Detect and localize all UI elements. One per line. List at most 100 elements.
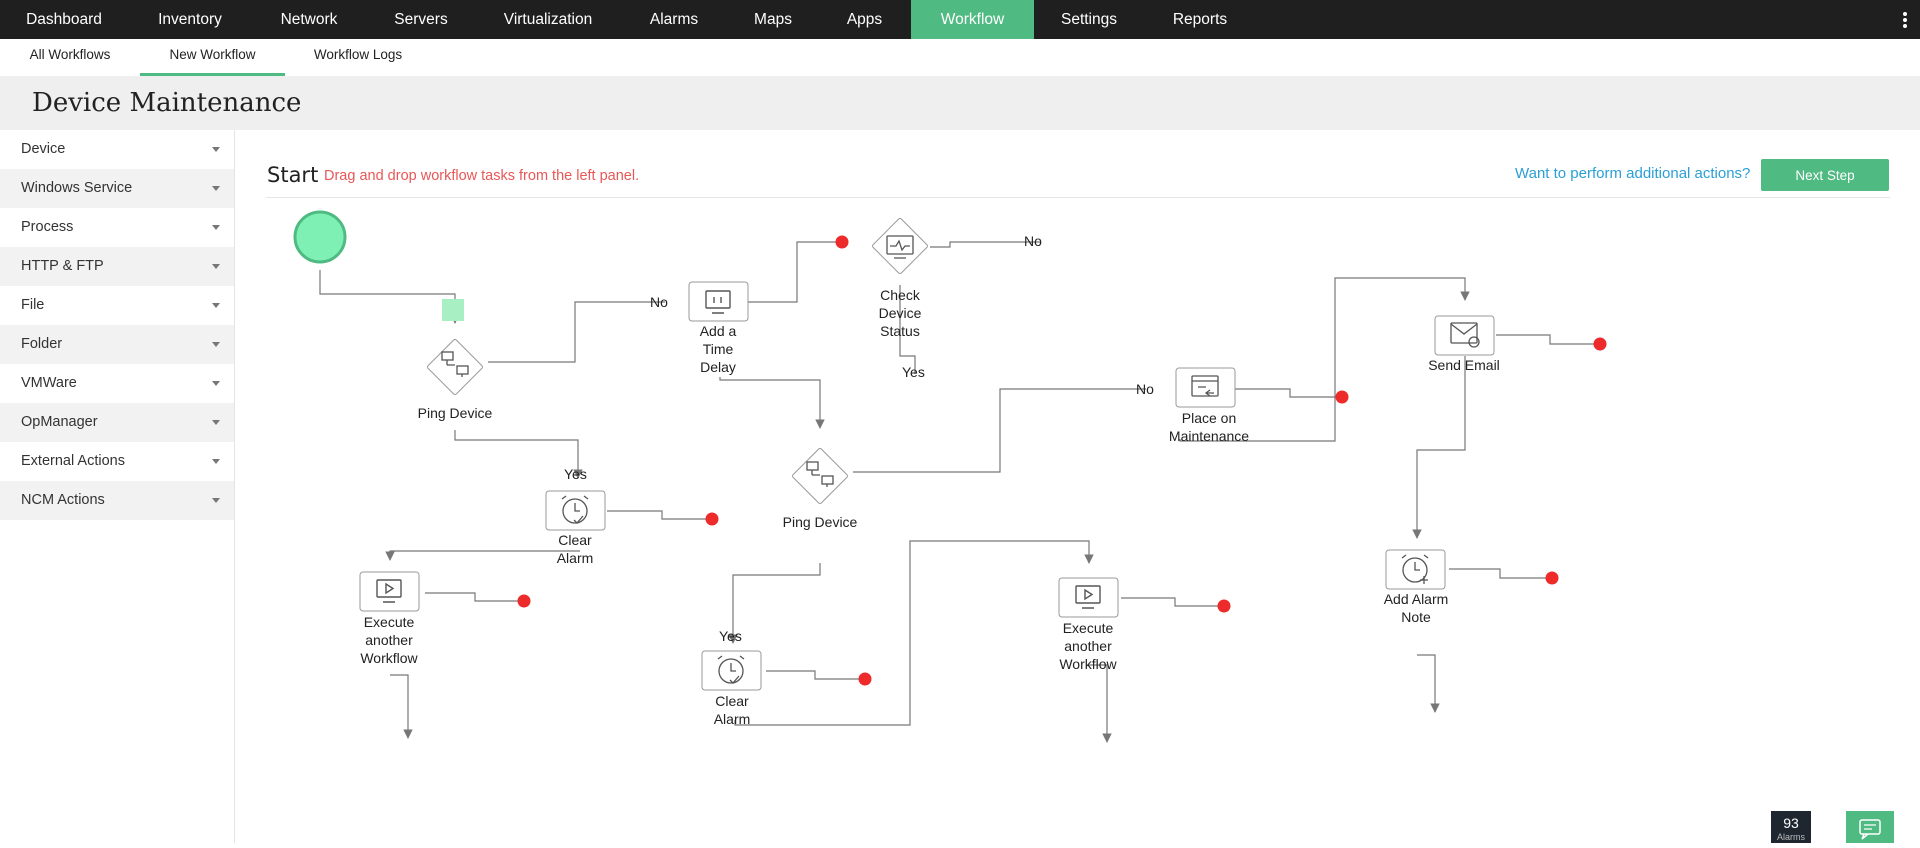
execute-workflow-node-1[interactable] <box>359 571 420 612</box>
page-title: Device Maintenance <box>32 88 302 118</box>
maintenance-icon <box>1191 375 1219 397</box>
end-point <box>858 672 872 686</box>
end-point <box>1217 599 1231 613</box>
node-label: Execute another Workflow <box>1059 620 1117 672</box>
sidebar-item-label: VMWare <box>21 375 77 391</box>
connector-lines <box>319 241 1600 743</box>
alarm-count-badge[interactable]: 93 Alarms <box>1771 811 1811 843</box>
next-step-button[interactable]: Next Step <box>1761 159 1889 191</box>
nav-network[interactable]: Network <box>280 11 338 28</box>
edge-label-no: No <box>1024 233 1042 249</box>
alarm-clock-plus-icon <box>1401 554 1429 584</box>
edge-label-yes: Yes <box>902 364 925 380</box>
caret-down-icon <box>212 147 220 152</box>
sidebar-item-file[interactable]: File <box>0 286 234 325</box>
nav-apps[interactable]: Apps <box>846 11 883 28</box>
divider <box>266 197 1890 198</box>
node-label: Check Device Status <box>878 287 922 339</box>
caret-down-icon <box>212 186 220 191</box>
nav-dashboard[interactable]: Dashboard <box>26 11 102 28</box>
nav-alarms[interactable]: Alarms <box>649 11 699 28</box>
end-points <box>517 235 1607 686</box>
sidebar-item-label: OpManager <box>21 414 98 430</box>
tab-workflow-logs[interactable]: Workflow Logs <box>313 47 403 62</box>
alarm-count: 93 <box>1783 815 1799 831</box>
caret-down-icon <box>212 381 220 386</box>
play-monitor-icon <box>376 579 402 603</box>
sidebar-item-http-ftp[interactable]: HTTP & FTP <box>0 247 234 286</box>
clear-alarm-node-2[interactable] <box>701 650 762 691</box>
time-delay-node[interactable] <box>688 281 749 322</box>
nav-servers[interactable]: Servers <box>394 11 448 28</box>
sidebar-item-external-actions[interactable]: External Actions <box>0 442 234 481</box>
nav-reports[interactable]: Reports <box>1172 11 1228 28</box>
start-node[interactable] <box>293 210 347 264</box>
node-label: Execute another Workflow <box>360 614 418 666</box>
sidebar-item-label: File <box>21 297 45 313</box>
more-menu-icon[interactable] <box>1890 0 1920 39</box>
chat-button[interactable] <box>1846 811 1894 843</box>
additional-actions-link[interactable]: Want to perform additional actions? <box>1515 165 1751 182</box>
sidebar-item-label: Device <box>21 141 66 157</box>
ping-device-icon <box>806 461 834 487</box>
end-point <box>1593 337 1607 351</box>
edge-label-yes: Yes <box>564 466 587 482</box>
edge-label-no: No <box>1136 381 1154 397</box>
sidebar-item-device[interactable]: Device <box>0 130 234 169</box>
sidebar-item-windows-service[interactable]: Windows Service <box>0 169 234 208</box>
node-label: Add a Time Delay <box>699 323 737 375</box>
chat-icon <box>1859 819 1881 840</box>
edge-label-yes: Yes <box>719 628 742 644</box>
task-panel: Device Windows Service Process HTTP & FT… <box>0 130 235 843</box>
send-email-node[interactable] <box>1434 315 1495 356</box>
nav-workflow[interactable]: Workflow <box>911 0 1034 39</box>
sidebar-item-label: HTTP & FTP <box>21 258 104 274</box>
caret-down-icon <box>212 342 220 347</box>
sidebar-item-folder[interactable]: Folder <box>0 325 234 364</box>
place-on-maintenance-node[interactable] <box>1175 367 1236 408</box>
sidebar-item-label: Folder <box>21 336 63 352</box>
tab-new-workflow[interactable]: New Workflow <box>140 39 285 76</box>
node-label: Clear Alarm <box>556 532 594 566</box>
alarm-clock-check-icon <box>717 655 745 684</box>
sidebar-item-label: External Actions <box>21 453 125 469</box>
sidebar-item-label: Process <box>21 219 74 235</box>
sidebar-item-vmware[interactable]: VMWare <box>0 364 234 403</box>
node-label: Ping Device <box>782 514 858 530</box>
nav-maps[interactable]: Maps <box>754 11 792 28</box>
edge-label-no: No <box>650 294 668 310</box>
drop-highlight <box>442 299 464 321</box>
add-alarm-note-node[interactable] <box>1385 549 1446 590</box>
nav-virtualization[interactable]: Virtualization <box>503 11 593 28</box>
node-label: Send Email <box>1428 357 1500 373</box>
top-nav: Dashboard Inventory Network Servers Virt… <box>0 0 1920 39</box>
sidebar-item-opmanager[interactable]: OpManager <box>0 403 234 442</box>
heartbeat-monitor-icon <box>886 235 914 259</box>
start-label: Start <box>267 163 319 187</box>
check-device-status-node[interactable] <box>872 218 929 275</box>
end-point <box>705 512 719 526</box>
caret-down-icon <box>212 420 220 425</box>
execute-workflow-node-2[interactable] <box>1058 577 1119 618</box>
pause-icon <box>705 290 731 314</box>
alarm-count-label: Alarms <box>1776 832 1805 842</box>
sidebar-item-process[interactable]: Process <box>0 208 234 247</box>
caret-down-icon <box>212 264 220 269</box>
caret-down-icon <box>212 225 220 230</box>
clear-alarm-node-1[interactable] <box>545 490 606 531</box>
ping-device-node-2[interactable] <box>792 448 849 505</box>
title-bar <box>0 76 1920 130</box>
end-point <box>517 594 531 608</box>
nav-settings[interactable]: Settings <box>1060 11 1117 28</box>
nav-inventory[interactable]: Inventory <box>158 11 222 28</box>
ping-device-node-1[interactable] <box>427 339 484 396</box>
drag-drop-hint: Drag and drop workflow tasks from the le… <box>324 168 640 184</box>
sidebar-item-ncm-actions[interactable]: NCM Actions <box>0 481 234 520</box>
node-label: Place on Maintenance <box>1168 410 1250 444</box>
caret-down-icon <box>212 303 220 308</box>
end-point <box>835 235 849 249</box>
tab-all-workflows[interactable]: All Workflows <box>29 47 111 62</box>
sub-nav: All Workflows New Workflow Workflow Logs <box>0 39 1920 76</box>
node-label: Clear Alarm <box>713 693 751 727</box>
